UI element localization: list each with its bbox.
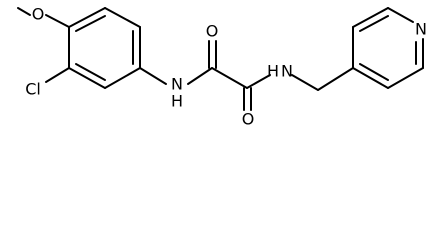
atom-pyridine-nitrogen: N: [415, 20, 426, 39]
bond-c2-nh: [246, 74, 271, 89]
atom-methoxy-oxygen: O: [32, 5, 45, 24]
ring-bond-5: [68, 67, 106, 89]
structure-drawing: O Cl N H O O N H N: [17, 5, 426, 129]
ring-double-3: [75, 63, 106, 81]
bond-nh-c1: [187, 67, 213, 85]
atom-anilide-nitrogen: N: [171, 75, 183, 94]
atom-anilide-hydrogen: H: [171, 92, 183, 111]
pyr-bond-6: [352, 67, 389, 89]
ring-bond-2: [104, 7, 141, 28]
bond-ch2-pyridine: [317, 67, 354, 91]
pyr-bond-5: [387, 67, 424, 89]
phenyl-ring: [68, 7, 141, 89]
bond-c1-c2: [211, 67, 248, 89]
atom-carbonyl-oxygen-1: O: [206, 22, 219, 41]
bond-nh-ch2: [291, 74, 319, 91]
pyr-double-1: [359, 15, 389, 32]
pyr-bond-3: [387, 7, 414, 23]
pyridine-ring: [352, 7, 424, 89]
atom-chlorine: Cl: [25, 80, 41, 99]
ring-bond-4: [104, 67, 141, 89]
atom-carbonyl-oxygen-2: O: [242, 110, 255, 129]
pyr-bond-2: [352, 7, 389, 28]
pyr-double-3: [359, 63, 389, 81]
atom-amide-nitrogen: N: [281, 62, 293, 81]
bond-aryl-nh: [139, 67, 167, 85]
bond-aryl-cl: [45, 67, 70, 83]
bond-o-aryl: [45, 14, 70, 28]
molecule-diagram: O Cl N H O O N H N: [17, 4, 426, 129]
atom-amide-hydrogen: H: [267, 62, 279, 81]
ring-bond-1: [68, 7, 106, 28]
ring-double-1: [75, 15, 106, 32]
bond-methyl-o: [17, 7, 31, 16]
